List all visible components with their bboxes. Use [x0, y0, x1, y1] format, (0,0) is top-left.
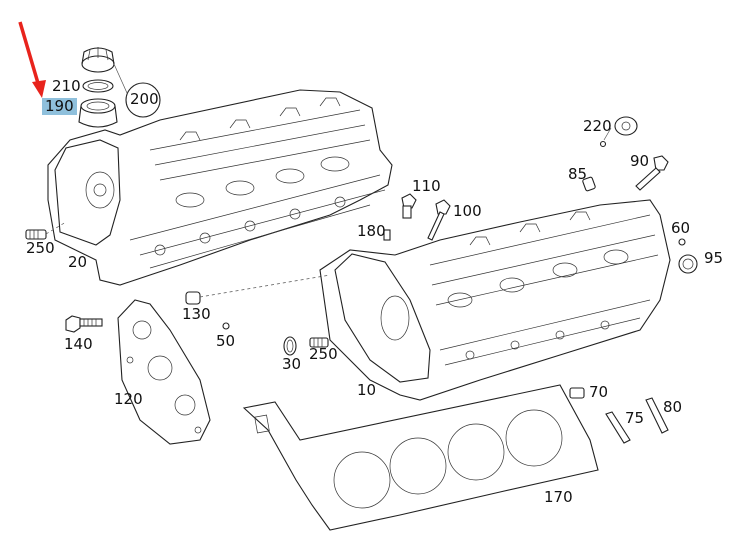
- callout-95[interactable]: 95: [704, 249, 724, 267]
- cylinder-head-right-part[interactable]: [319, 199, 671, 401]
- ball-60-part[interactable]: [678, 238, 686, 246]
- callout-60[interactable]: 60: [671, 219, 691, 237]
- ball-50-part[interactable]: [222, 322, 230, 330]
- callout-100[interactable]: 100: [453, 202, 482, 220]
- timing-cover-120-part[interactable]: [117, 299, 211, 445]
- callout-30[interactable]: 30: [282, 355, 302, 373]
- cap-220-part[interactable]: [599, 116, 638, 148]
- stud-80-part[interactable]: [645, 397, 669, 434]
- callout-90[interactable]: 90: [630, 152, 650, 170]
- callout-120[interactable]: 120: [114, 390, 143, 408]
- callout-180[interactable]: 180: [357, 222, 386, 240]
- callout-140[interactable]: 140: [64, 335, 93, 353]
- callout-75[interactable]: 75: [625, 409, 645, 427]
- callout-80[interactable]: 80: [663, 398, 683, 416]
- selection-arrow-icon: [18, 21, 46, 98]
- callout-50[interactable]: 50: [216, 332, 236, 350]
- callout-130[interactable]: 130: [182, 305, 211, 323]
- head-gasket-170-part[interactable]: [242, 384, 599, 531]
- plug-130-part[interactable]: [185, 274, 331, 305]
- callout-190-selected[interactable]: 190: [42, 98, 77, 115]
- sensor-250-right-part[interactable]: [309, 337, 329, 348]
- bolt-100-part[interactable]: [427, 199, 451, 241]
- callout-220[interactable]: 220: [583, 117, 612, 135]
- stud-75-part[interactable]: [605, 411, 631, 444]
- ring-30-part[interactable]: [283, 336, 297, 356]
- oil-filler-cap-part[interactable]: [78, 47, 161, 128]
- sensor-250-left-part[interactable]: [25, 221, 67, 240]
- callout-210[interactable]: 210: [52, 77, 81, 95]
- callout-170[interactable]: 170: [544, 488, 573, 506]
- seal-95-part[interactable]: [678, 254, 698, 274]
- cylinder-head-left-part[interactable]: [47, 89, 393, 286]
- sleeve-85-part[interactable]: [582, 176, 596, 192]
- pin-180-part[interactable]: [383, 229, 391, 241]
- callout-200[interactable]: 200: [130, 90, 159, 108]
- pin-70-part[interactable]: [569, 387, 585, 399]
- bolt-110-part[interactable]: [401, 193, 417, 219]
- callout-70[interactable]: 70: [589, 383, 609, 401]
- callout-85[interactable]: 85: [568, 165, 588, 183]
- callout-20[interactable]: 20: [68, 253, 88, 271]
- callout-110[interactable]: 110: [412, 177, 441, 195]
- callout-10[interactable]: 10: [357, 381, 377, 399]
- bolt-90-part[interactable]: [635, 155, 669, 191]
- callout-250-left[interactable]: 250: [26, 239, 55, 257]
- bolt-140-part[interactable]: [65, 315, 103, 333]
- callout-250-right[interactable]: 250: [309, 345, 338, 363]
